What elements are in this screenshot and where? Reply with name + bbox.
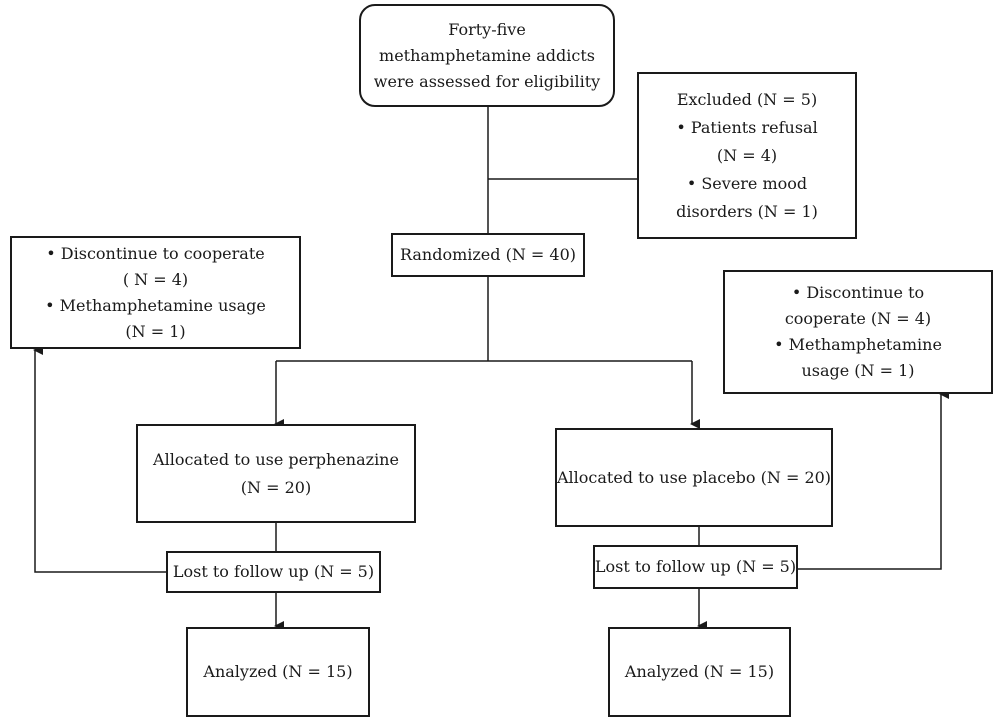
excluded-box: Excluded (N = 5) Patients refusal (N = 4… xyxy=(637,72,857,239)
left-reason-usage: Methamphetamine usage xyxy=(45,293,266,319)
analyzed-left-box: Analyzed (N = 15) xyxy=(186,627,370,717)
perphenazine-box: Allocated to use perphenazine (N = 20) xyxy=(136,424,416,523)
perphenazine-line-1: Allocated to use perphenazine xyxy=(153,449,399,469)
placebo-label: Allocated to use placebo (N = 20) xyxy=(556,467,832,487)
left-reason-discontinue: Discontinue to cooperate xyxy=(46,241,265,267)
excluded-item-mood: Severe mood xyxy=(687,170,807,198)
excluded-item-refusal: Patients refusal xyxy=(676,114,818,142)
right-reason-usage: Methamphetamine xyxy=(774,332,942,358)
left-lost-reasons-box: Discontinue to cooperate ( N = 4) Metham… xyxy=(10,236,301,349)
left-reason-usage-count: (N = 1) xyxy=(125,321,186,341)
lost-left-label: Lost to follow up (N = 5) xyxy=(172,562,375,581)
right-lost-reasons-box: Discontinue to cooperate (N = 4) Methamp… xyxy=(723,270,993,394)
perphenazine-line-2: (N = 20) xyxy=(240,477,312,497)
excluded-item-refusal-count: (N = 4) xyxy=(716,145,778,165)
randomized-box: Randomized (N = 40) xyxy=(391,233,585,277)
analyzed-right-label: Analyzed (N = 15) xyxy=(624,662,775,681)
placebo-box: Allocated to use placebo (N = 20) xyxy=(555,428,833,527)
lost-left-box: Lost to follow up (N = 5) xyxy=(166,551,381,593)
arrow-lost-left-to-reasons xyxy=(33,345,166,573)
lost-right-box: Lost to follow up (N = 5) xyxy=(593,545,798,589)
assessed-line-3: were assessed for eligibility xyxy=(373,71,601,91)
analyzed-left-label: Analyzed (N = 15) xyxy=(203,662,353,681)
assessed-line-1: Forty-five xyxy=(448,19,526,39)
excluded-title: Excluded (N = 5) xyxy=(676,89,818,109)
assessed-box: Forty-five methamphetamine addicts were … xyxy=(359,4,615,107)
excluded-item-mood-count: disorders (N = 1) xyxy=(676,201,818,221)
right-reason-discontinue-count: cooperate (N = 4) xyxy=(784,309,932,328)
assessed-line-2: methamphetamine addicts xyxy=(379,45,595,65)
analyzed-right-box: Analyzed (N = 15) xyxy=(608,627,791,717)
right-reason-usage-count: usage (N = 1) xyxy=(801,361,915,380)
right-reason-discontinue: Discontinue to xyxy=(792,280,924,306)
lost-right-label: Lost to follow up (N = 5) xyxy=(594,557,797,576)
randomized-label: Randomized (N = 40) xyxy=(399,245,577,264)
arrow-lost-right-to-reasons xyxy=(798,389,949,570)
left-reason-discontinue-count: ( N = 4) xyxy=(122,269,189,289)
